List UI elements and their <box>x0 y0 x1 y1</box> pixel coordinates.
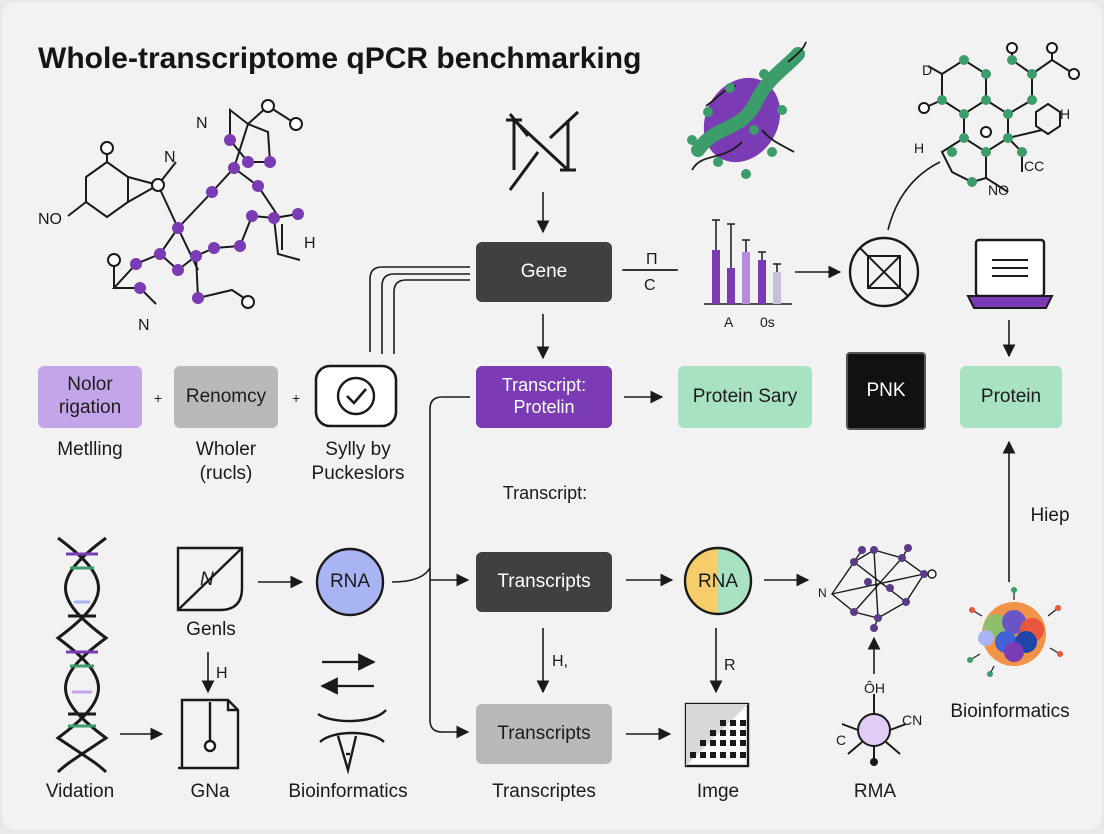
rna-blue-label: RNA <box>329 571 371 592</box>
rma-top-label: ÔH <box>864 680 885 696</box>
grid-image-icon <box>684 702 750 768</box>
gene-box: Gene <box>476 242 612 302</box>
plus-2: + <box>292 390 301 406</box>
pnk-box: PNK <box>846 352 926 430</box>
h-arrow-label: H, <box>552 653 568 670</box>
page-title: Whole-transcriptome qPCR benchmarking <box>38 42 642 75</box>
r-arrow-label: R <box>724 657 736 674</box>
protein-sary-box: Protein Sary <box>678 366 812 428</box>
metlling-label: Metlling <box>57 439 123 460</box>
rma-c-label: C <box>836 732 847 748</box>
mol-d-label: D <box>922 62 933 78</box>
mol-h2-label: H <box>1060 106 1071 122</box>
nolor-rigation-box: Nolor rigation <box>38 366 142 428</box>
mol-h-label: H <box>304 235 316 252</box>
protein-box: Protein <box>960 366 1062 428</box>
swap-arrows-icon <box>320 653 376 695</box>
gna-label: GNa <box>190 781 230 802</box>
check-badge-icon <box>314 364 398 428</box>
connectors <box>120 161 1016 741</box>
molecule-top-right-icon <box>918 42 1080 193</box>
rna-circle-blue <box>315 547 385 617</box>
n-net-label: N <box>818 586 827 600</box>
rna-split-label: RNA <box>697 571 739 592</box>
c-label: C <box>644 277 656 294</box>
bar-chart-icon <box>704 219 792 305</box>
transcriptes-label: Transcriptes <box>492 781 596 802</box>
mol-no2-label: NO <box>988 182 1009 198</box>
h-gna-label: H <box>216 665 228 682</box>
chart-os-label: 0s <box>760 314 775 330</box>
transcripts-dark-box: Transcripts <box>476 552 612 612</box>
line-gene-badge-1 <box>369 266 470 352</box>
sylly-label: Sylly by Puckeslors <box>311 439 405 484</box>
plus-1: + <box>154 390 163 406</box>
renomcy-box: Renomcy <box>174 366 278 428</box>
rna-circle-split <box>683 546 753 616</box>
line-rna-to-bracket <box>391 567 431 583</box>
letter-n-icon <box>506 110 580 191</box>
mol-n2-label: N <box>164 149 176 166</box>
laptop-icon <box>966 238 1054 309</box>
chart-a-label: A <box>724 314 734 330</box>
curve-crossed-to-molecule <box>887 161 941 231</box>
atom-icon <box>841 694 907 766</box>
transcript-colon-label: Transcript: <box>502 483 588 503</box>
network-icon <box>831 544 937 632</box>
bioinformatics-right-label: Bioinformatics <box>950 701 1070 722</box>
mol-n3-label: N <box>138 317 150 334</box>
hiep-label: Hiep <box>1030 505 1070 526</box>
protein-blob-icon <box>687 41 807 179</box>
vidation-label: Vidation <box>45 781 115 802</box>
dna-helix-icon <box>55 536 109 774</box>
molecule-icon <box>67 99 304 309</box>
bracket-left <box>429 396 470 739</box>
signal-icon <box>176 546 244 612</box>
pi-label: Π <box>646 251 658 268</box>
flask-icon <box>317 709 387 775</box>
mol-n1-label: N <box>196 115 208 132</box>
wholer-label: Wholer (rucls) <box>195 439 257 484</box>
mol-h3-label: H <box>914 140 925 156</box>
bioinformatics-bottom-label: Bioinformatics <box>288 781 408 802</box>
transcript-protein-box: Transcript: Protelin <box>476 366 612 428</box>
line-gene-badge-2 <box>381 273 470 354</box>
mol-no-label: NO <box>38 211 62 228</box>
genls-label: Genls <box>186 619 236 640</box>
imge-label: Imge <box>696 781 740 802</box>
document-icon <box>178 698 240 770</box>
crossed-box-icon <box>848 236 920 308</box>
protein-cluster-icon <box>967 587 1063 677</box>
mol-cc-label: CC <box>1024 158 1045 174</box>
rma-cn-label: CN <box>902 712 923 728</box>
line-gene-badge-3 <box>393 279 470 354</box>
transcripts-grey-box: Transcripts <box>476 704 612 764</box>
n-icon-label: N <box>200 569 214 590</box>
rma-label: RMA <box>853 781 897 802</box>
